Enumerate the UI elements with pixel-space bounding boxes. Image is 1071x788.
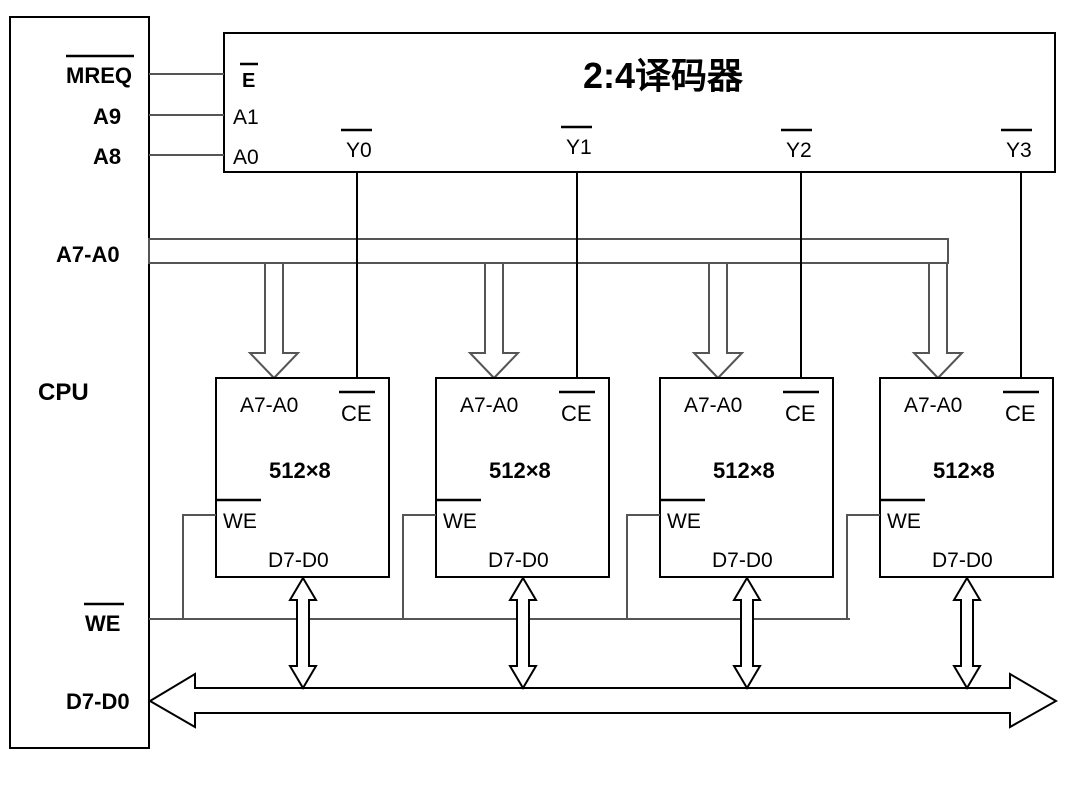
memory-chip-0: A7-A0 CE 512×8WE D7-D0 (182, 172, 390, 690)
chip-we-label: WE (887, 510, 921, 533)
decoder-enable-label: E (242, 70, 255, 92)
chip-we-label: WE (223, 510, 257, 533)
chip-data-label: D7-D0 (712, 549, 773, 572)
chip-we-label: WE (667, 510, 701, 533)
cpu-block (9, 16, 150, 749)
we-wire (182, 514, 216, 619)
decoder-output-y2: Y2 (786, 139, 812, 162)
decoder-a0-label: A0 (233, 146, 259, 169)
chip-data-label: D7-D0 (932, 549, 993, 572)
a8-label: A8 (93, 144, 121, 169)
chip-addr-label: A7-A0 (460, 394, 518, 417)
data-arrow (508, 576, 538, 690)
address-arrow (247, 262, 301, 380)
we-wire (626, 514, 660, 619)
address-arrow (467, 262, 521, 380)
chip-addr-label: A7-A0 (684, 394, 742, 417)
chip-data-label: D7-D0 (488, 549, 549, 572)
chip-addr-label: A7-A0 (240, 394, 298, 417)
chip-size-label: 512×8 (933, 458, 995, 483)
address-bus (148, 238, 949, 264)
a9-label: A9 (93, 104, 121, 129)
decoder-output-y1: Y1 (566, 136, 592, 159)
addr-bus-label: A7-A0 (56, 242, 120, 267)
chip-ce-label: CE (561, 401, 592, 426)
chip-ce-label: CE (785, 401, 816, 426)
chip-size-label: 512×8 (269, 458, 331, 483)
data-bus (148, 672, 1059, 729)
decoder-output-y3: Y3 (1006, 139, 1032, 162)
chip-body (435, 377, 610, 578)
decoder-title: 2:4译码器 (583, 55, 744, 96)
chip-ce-label: CE (1005, 401, 1036, 426)
memory-chip-2: A7-A0 CE 512×8WE D7-D0 (626, 172, 834, 690)
chip-addr-label: A7-A0 (904, 394, 962, 417)
memory-chip-3: A7-A0 CE 512×8WE D7-D0 (846, 172, 1054, 690)
data-bus-label: D7-D0 (66, 689, 130, 714)
chip-body (879, 377, 1054, 578)
data-arrow (732, 576, 762, 690)
data-arrow (952, 576, 982, 690)
decoder-output-y0: Y0 (346, 139, 372, 162)
address-arrow (691, 262, 745, 380)
cpu-label: CPU (38, 379, 89, 406)
chip-size-label: 512×8 (489, 458, 551, 483)
decoder-a1-label: A1 (233, 106, 259, 129)
chip-size-label: 512×8 (713, 458, 775, 483)
data-arrow (288, 576, 318, 690)
chip-ce-label: CE (341, 401, 372, 426)
address-arrow (911, 262, 965, 380)
we-wire (846, 514, 880, 619)
chip-data-label: D7-D0 (268, 549, 329, 572)
decoder-block (223, 32, 1056, 173)
memory-chip-1: A7-A0 CE 512×8WE D7-D0 (402, 172, 610, 690)
we-wire (402, 514, 436, 619)
chip-we-label: WE (443, 510, 477, 533)
we-label: WE (85, 611, 120, 636)
mreq-label: MREQ (66, 63, 132, 88)
